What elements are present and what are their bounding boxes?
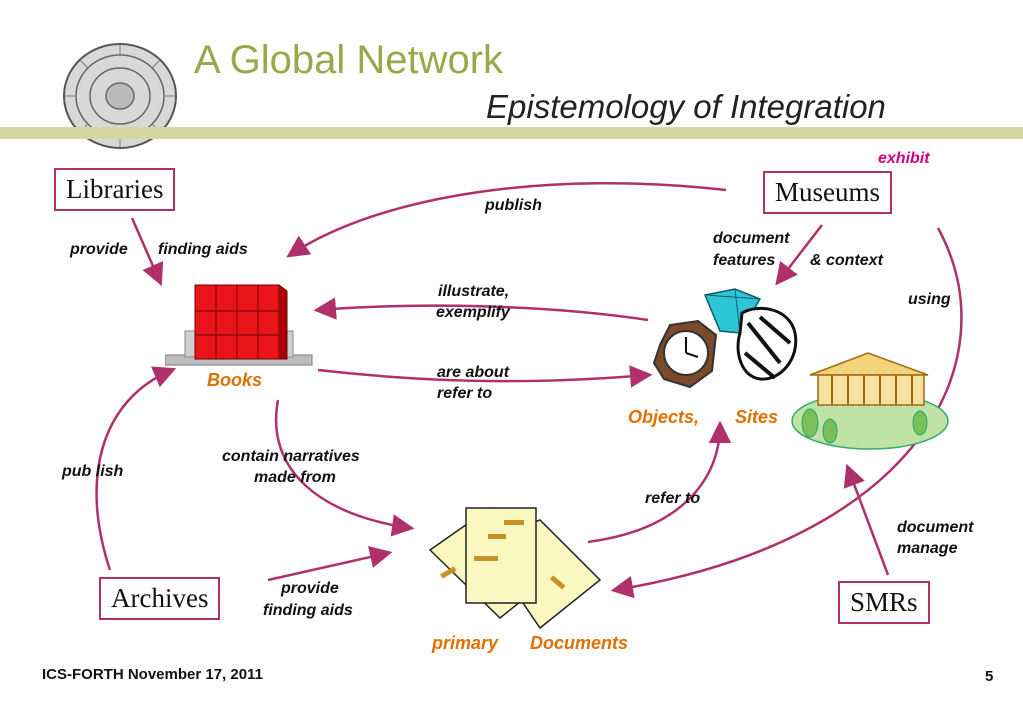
label-using: using — [908, 291, 951, 308]
label-exhibit: exhibit — [878, 150, 930, 167]
label-sites: Sites — [735, 407, 779, 427]
objects-sites-image — [650, 283, 950, 458]
header-band — [0, 127, 1023, 139]
label-objects: Objects, — [628, 407, 700, 427]
label-primary: primary — [432, 633, 499, 653]
label-refer-to: refer to — [645, 490, 701, 507]
label-contain-2: made from — [254, 469, 336, 486]
label-are-about-2: refer to — [437, 385, 493, 402]
label-document-manage-2: manage — [897, 540, 958, 557]
arrow-museums-objects — [775, 224, 823, 286]
label-documents: Documents — [530, 633, 629, 653]
page-number: 5 — [985, 668, 994, 685]
label-document-features-2: features — [713, 252, 776, 269]
label-provide-archives-2: finding aids — [263, 602, 353, 619]
label-finding-aids: finding aids — [158, 241, 248, 258]
label-document-manage-1: document — [897, 519, 974, 536]
phaistos-disc-logo — [60, 40, 180, 157]
label-publish-left: pub lish — [62, 463, 124, 480]
page-title: A Global Network — [194, 38, 504, 82]
documents-image — [410, 500, 610, 640]
arrow-objects-illustrate-books — [313, 297, 649, 322]
arrow-books-about-objects — [317, 365, 653, 388]
footer-text: ICS-FORTH November 17, 2011 — [42, 666, 263, 683]
label-document-features-1: document — [713, 230, 790, 247]
label-publish-top: publish — [485, 197, 542, 214]
node-libraries: Libraries — [54, 168, 176, 211]
node-museums: Museums — [763, 171, 893, 214]
label-illustrate-2: exemplify — [436, 304, 510, 321]
page-subtitle: Epistemology of Integration — [486, 88, 886, 125]
arrow-smrs-manage-sites — [843, 463, 890, 576]
label-document-features-3: & context — [810, 252, 883, 269]
label-illustrate-1: illustrate, — [438, 283, 510, 300]
arrow-museums-publish-libraries — [286, 181, 727, 258]
node-archives: Archives — [99, 577, 221, 620]
label-contain-1: contain narratives — [222, 448, 360, 465]
node-smrs: SMRs — [838, 581, 930, 624]
arrow-libraries-books — [130, 217, 164, 287]
label-provide: provide — [70, 241, 128, 258]
arrow-archives-provide-documents — [267, 545, 393, 582]
label-books: Books — [207, 370, 263, 390]
label-are-about-1: are about — [437, 364, 510, 381]
label-provide-archives-1: provide — [281, 580, 339, 597]
books-image — [164, 283, 315, 373]
arrow-archives-publish-books — [95, 366, 177, 571]
arrow-books-contain-documents — [274, 399, 415, 537]
arrow-documents-refer-objects — [587, 420, 732, 544]
